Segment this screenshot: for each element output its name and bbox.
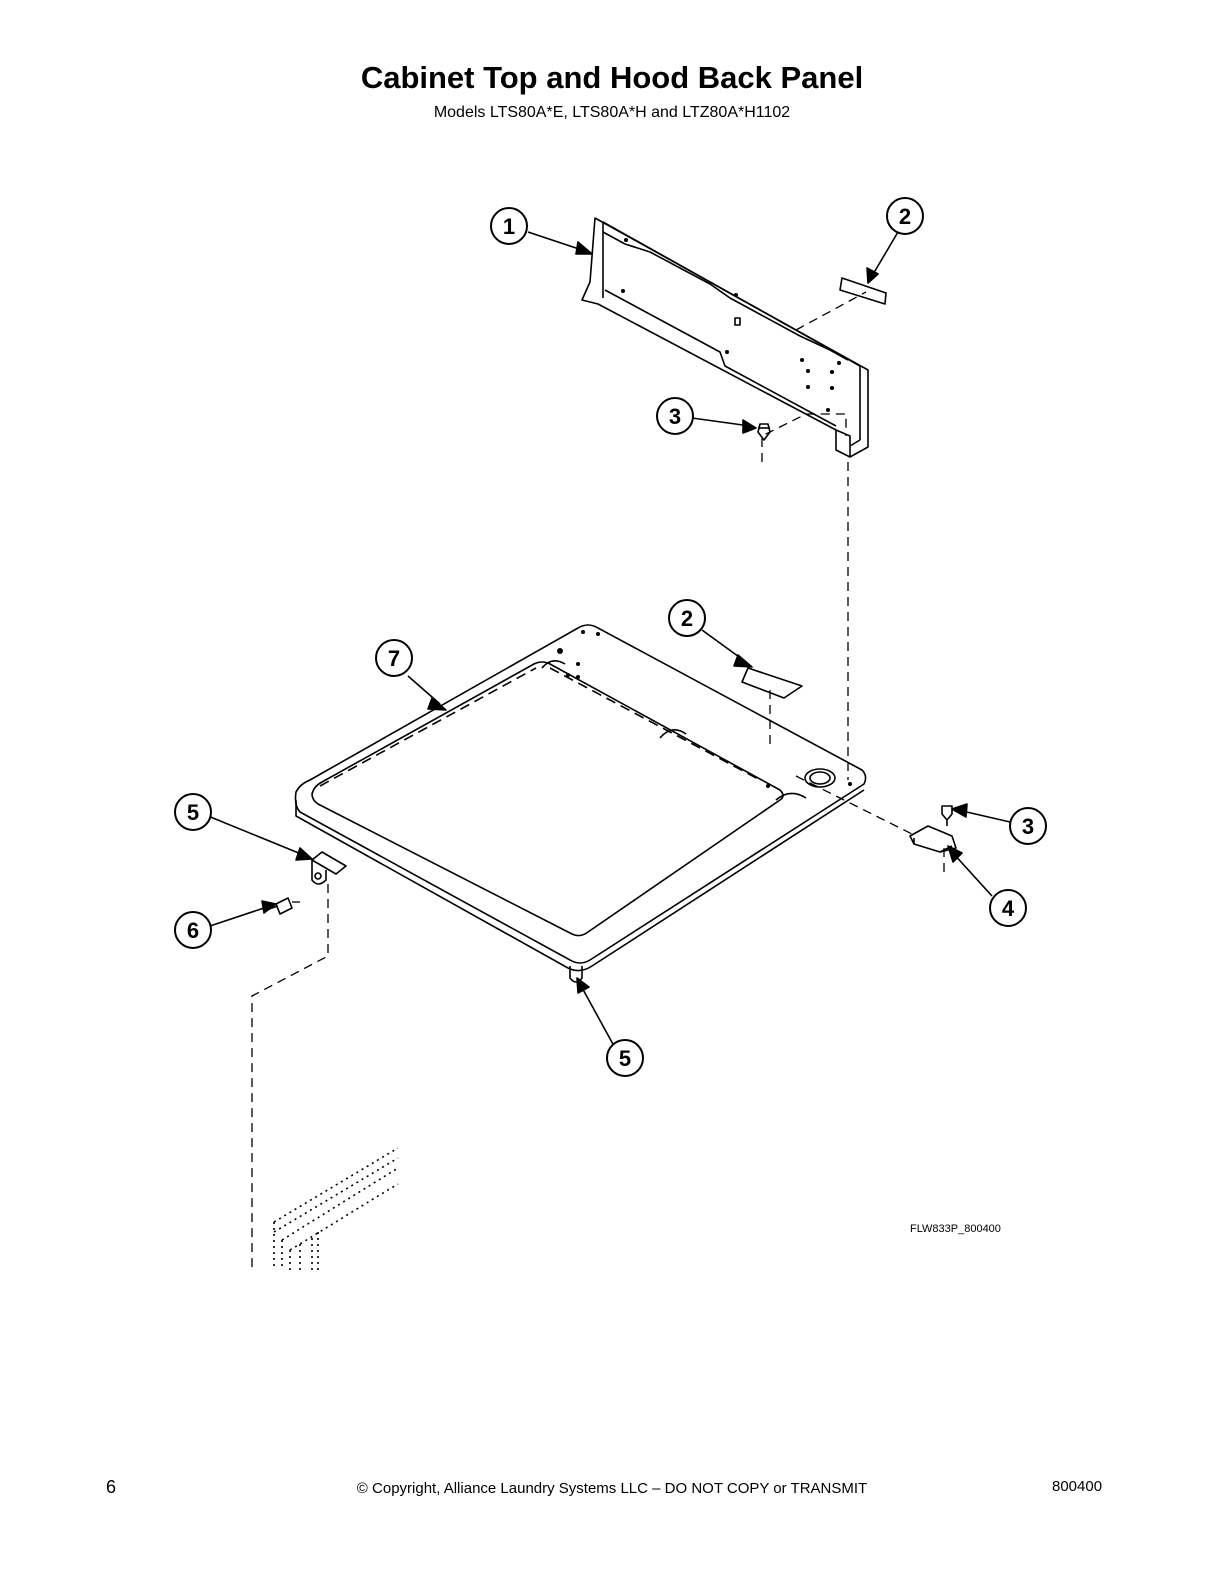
cabinet-top (294, 624, 867, 983)
callout-number: 3 (669, 404, 681, 429)
callout-number: 7 (388, 646, 400, 671)
leader-arrows (207, 231, 1011, 1047)
label-lower (741, 667, 803, 699)
page-subtitle: Models LTS80A*E, LTS80A*H and LTZ80A*H11… (433, 104, 791, 121)
assembly-lines (251, 291, 945, 1270)
callout-number: 2 (681, 606, 693, 631)
screw-upper (757, 423, 771, 441)
callout-5-bottom: 5 (606, 1039, 644, 1077)
callout-5-left: 5 (174, 793, 212, 831)
label-upper (839, 277, 887, 305)
screw-right (941, 805, 953, 826)
hood-back-panel (581, 217, 869, 458)
callout-number: 2 (899, 204, 911, 229)
callout-2-upper: 2 (886, 197, 924, 235)
callout-number: 4 (1002, 896, 1015, 921)
callout-6: 6 (174, 911, 212, 949)
callout-number: 1 (503, 214, 515, 239)
cabinet-frame-partial (273, 1147, 399, 1270)
callout-4: 4 (989, 889, 1027, 927)
callout-3-right: 3 (1009, 807, 1047, 845)
callout-1: 1 (490, 207, 528, 245)
callout-number: 5 (619, 1046, 631, 1071)
figure-code: FLW833P_800400 (910, 1223, 1001, 1235)
document-number: 800400 (1052, 1478, 1103, 1495)
callout-number: 6 (187, 918, 199, 943)
callout-number: 3 (1022, 814, 1034, 839)
copyright-notice: © Copyright, Alliance Laundry Systems LL… (356, 1480, 868, 1497)
page-number: 6 (106, 1477, 117, 1497)
callout-7: 7 (375, 639, 413, 677)
callout-number: 5 (187, 800, 199, 825)
page-title: Cabinet Top and Hood Back Panel (360, 60, 864, 95)
hinge-bracket-left (311, 851, 347, 885)
callout-3-upper: 3 (656, 397, 694, 435)
callout-2-lower: 2 (668, 599, 706, 637)
